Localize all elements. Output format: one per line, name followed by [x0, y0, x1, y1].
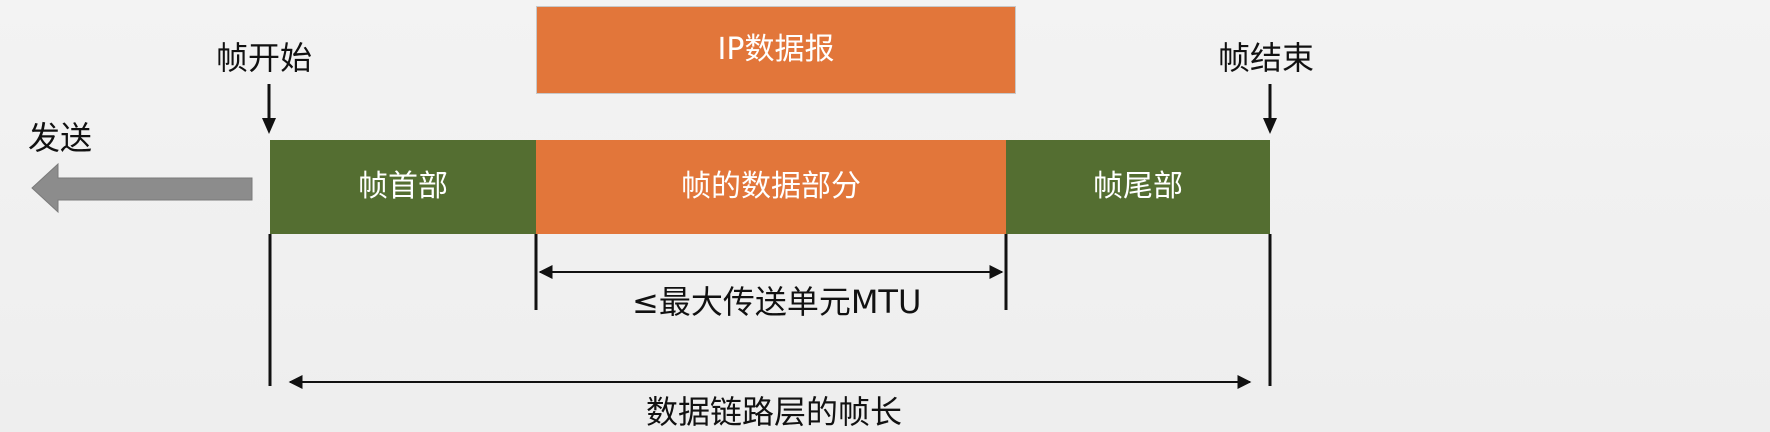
frame-data-box: 帧的数据部分: [536, 140, 1006, 234]
send-label: 发送: [28, 119, 93, 157]
frame-end-label: 帧结束: [1218, 39, 1315, 77]
left-arrow-icon: [31, 162, 253, 214]
mtu-label: ≤最大传送单元MTU: [632, 283, 922, 321]
ip-datagram-label: IP数据报: [717, 32, 835, 67]
frame-header-box: 帧首部: [270, 140, 536, 234]
frame-data-label: 帧的数据部分: [681, 169, 861, 204]
frame-start-label: 帧开始: [216, 39, 313, 77]
down-arrow-icon: [262, 84, 276, 134]
ip-datagram-box: IP数据报: [536, 6, 1016, 94]
frame-length-label: 数据链路层的帧长: [646, 393, 903, 431]
down-arrow-icon: [1263, 84, 1277, 134]
frame-trailer-box: 帧尾部: [1006, 140, 1270, 234]
frame-trailer-label: 帧尾部: [1093, 169, 1183, 204]
frame-header-label: 帧首部: [358, 169, 448, 204]
